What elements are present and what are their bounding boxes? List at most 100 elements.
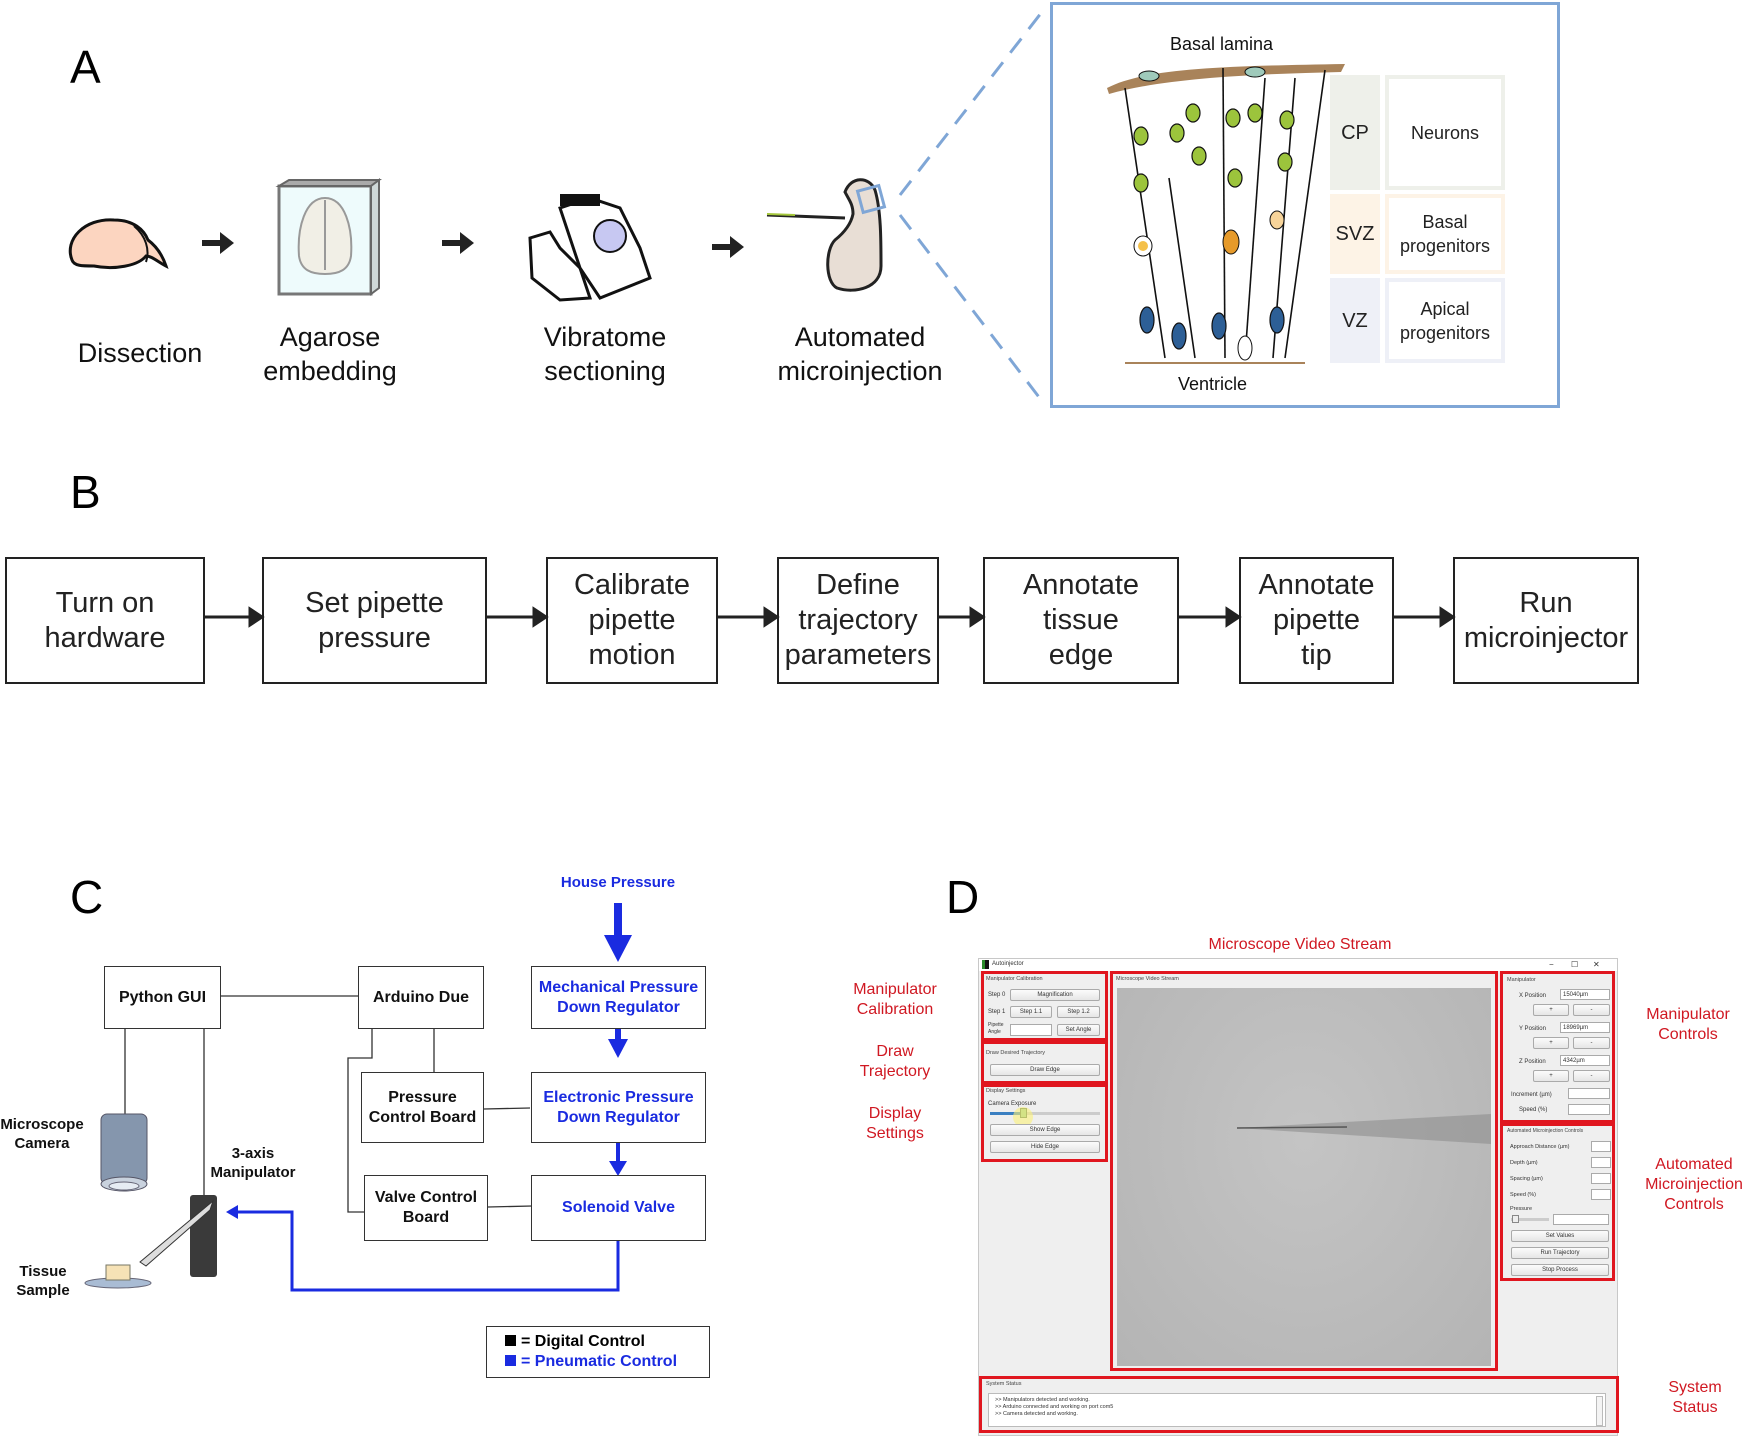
python-gui-box: Python GUI xyxy=(104,966,221,1029)
flow-step-trajectory: Define trajectory parameters xyxy=(777,557,939,684)
step-vibratome: Vibratome sectioning xyxy=(543,322,667,386)
cortex-diagram xyxy=(1107,64,1345,364)
auto-controls-group: Automated Microinjection Controls Approa… xyxy=(1500,1123,1615,1281)
brain-icon xyxy=(68,218,169,270)
valve-board-box: Valve Control Board xyxy=(364,1175,488,1241)
step-dissection: Dissection xyxy=(77,338,203,368)
elec-regulator-box: Electronic Pressure Down Regulator xyxy=(531,1072,706,1143)
flow-step-tissue-edge: Annotate tissue edge xyxy=(983,557,1179,684)
pipette-image xyxy=(1236,1114,1491,1144)
step-1-1-button[interactable]: Step 1.1 xyxy=(1010,1006,1052,1018)
run-trajectory-button[interactable]: Run Trajectory xyxy=(1511,1247,1609,1259)
close-button[interactable]: ✕ xyxy=(1593,960,1600,969)
step-1-2-button[interactable]: Step 1.2 xyxy=(1057,1006,1100,1018)
annot-manip-calibration: Manipulator Calibration xyxy=(853,981,937,1018)
legend-swatch-blue xyxy=(505,1355,516,1366)
flow-step-hardware: Turn on hardware xyxy=(5,557,205,684)
tissue-sample-icon xyxy=(84,1264,152,1289)
cursor-highlight xyxy=(1013,1107,1033,1127)
status-line: >> Manipulators detected and working. xyxy=(995,1397,1090,1403)
mech-regulator-box: Mechanical Pressure Down Regulator xyxy=(531,966,706,1029)
pressure-board-box: Pressure Control Board xyxy=(361,1072,484,1143)
annot-system-status: System Status xyxy=(1668,1379,1722,1416)
zone-cp-desc: Neurons xyxy=(1385,75,1505,190)
status-log[interactable]: >> Manipulators detected and working. >>… xyxy=(988,1393,1606,1427)
calibration-group: Manipulator Calibration Step 0 Magnifica… xyxy=(981,971,1108,1041)
panel-label-c: C xyxy=(70,871,104,923)
ventricle-label: Ventricle xyxy=(1178,374,1248,394)
hide-edge-button[interactable]: Hide Edge xyxy=(990,1141,1100,1153)
annot-manip-controls: Manipulator Controls xyxy=(1646,1006,1730,1043)
panel-label-b: B xyxy=(70,466,101,518)
status-scrollbar[interactable] xyxy=(1596,1396,1603,1426)
pipette-angle-input[interactable] xyxy=(1010,1024,1052,1036)
display-group: Display Settings Camera Exposure Show Ed… xyxy=(981,1084,1108,1162)
flow-step-pipette-tip: Annotate pipette tip xyxy=(1239,557,1394,684)
flow-step-calibrate: Calibrate pipette motion xyxy=(546,557,718,684)
pressure-input[interactable] xyxy=(1553,1214,1609,1225)
annot-auto-controls: Automated Microinjection Controls xyxy=(1645,1156,1743,1213)
manipulator-group: Manipulator X Position 15040µm + - Y Pos… xyxy=(1500,971,1615,1123)
step-agarose: Agarose embedding xyxy=(263,322,397,386)
autoinjector-window: Autoinjector − ☐ ✕ Manipulator Calibrati… xyxy=(978,958,1619,1436)
neurons xyxy=(1133,103,1295,193)
system-status-group: System Status >> Manipulators detected a… xyxy=(979,1376,1619,1433)
trajectory-group: Draw Desired Trajectory Draw Edge xyxy=(981,1041,1108,1084)
solenoid-box: Solenoid Valve xyxy=(531,1175,706,1241)
pressure-slider[interactable] xyxy=(1511,1215,1549,1223)
z-minus-button[interactable]: - xyxy=(1573,1070,1610,1082)
exposure-slider[interactable] xyxy=(990,1108,1100,1118)
exposure-slider-fill xyxy=(990,1112,1023,1115)
video-group: Microscope Video Stream xyxy=(1110,971,1498,1371)
depth-input[interactable] xyxy=(1591,1157,1611,1168)
auto-speed-input[interactable] xyxy=(1591,1189,1611,1200)
approach-input[interactable] xyxy=(1591,1141,1611,1152)
stop-process-button[interactable]: Stop Process xyxy=(1511,1264,1609,1276)
show-edge-button[interactable]: Show Edge xyxy=(990,1124,1100,1136)
magnification-button[interactable]: Magnification xyxy=(1010,989,1100,1001)
arrow-right-icon xyxy=(202,232,234,254)
flow-arrows xyxy=(205,606,1456,628)
set-values-button[interactable]: Set Values xyxy=(1511,1230,1609,1242)
x-position-input[interactable]: 15040µm xyxy=(1560,989,1610,1000)
manipulator-label: 3-axis Manipulator xyxy=(210,1145,296,1181)
annot-draw-trajectory: Draw Trajectory xyxy=(859,1043,931,1080)
arrow-right-icon xyxy=(442,232,474,254)
y-position-input[interactable]: 18969µm xyxy=(1560,1022,1610,1033)
set-angle-button[interactable]: Set Angle xyxy=(1057,1024,1100,1036)
zoom-connector xyxy=(898,7,1047,406)
panel-label-d: D xyxy=(946,871,980,923)
zone-vz-desc: Apical progenitors xyxy=(1385,278,1505,363)
window-title: Autoinjector xyxy=(992,961,1024,967)
z-plus-button[interactable]: + xyxy=(1533,1070,1569,1082)
y-minus-button[interactable]: - xyxy=(1573,1037,1610,1049)
tissue-label: Tissue Sample xyxy=(16,1263,70,1299)
legend: = Digital Control = Pneumatic Control xyxy=(486,1326,710,1378)
x-plus-button[interactable]: + xyxy=(1533,1004,1569,1016)
maximize-button[interactable]: ☐ xyxy=(1571,960,1579,969)
vibratome-icon xyxy=(528,194,652,302)
pressure-slider-handle[interactable] xyxy=(1511,1215,1519,1223)
legend-swatch-black xyxy=(505,1335,516,1346)
agarose-block-icon xyxy=(275,178,382,296)
z-position-input[interactable]: 4342µm xyxy=(1560,1055,1610,1066)
annot-display-settings: Display Settings xyxy=(866,1105,924,1142)
y-plus-button[interactable]: + xyxy=(1533,1037,1569,1049)
arrow-right-icon xyxy=(712,236,744,258)
zone-svz-desc: Basal progenitors xyxy=(1385,194,1505,274)
draw-edge-button[interactable]: Draw Edge xyxy=(990,1064,1100,1076)
basal-lamina-label: Basal lamina xyxy=(1170,34,1274,54)
increment-input[interactable] xyxy=(1568,1088,1610,1099)
spacing-input[interactable] xyxy=(1591,1173,1611,1184)
flow-step-run: Run microinjector xyxy=(1453,557,1639,684)
minimize-button[interactable]: − xyxy=(1549,960,1554,969)
manip-speed-input[interactable] xyxy=(1568,1104,1610,1115)
title-bar: Autoinjector − ☐ ✕ xyxy=(979,959,1617,971)
x-minus-button[interactable]: - xyxy=(1573,1004,1610,1016)
camera-label: Microscope Camera xyxy=(0,1116,84,1152)
zone-cp-abbr: CP xyxy=(1330,75,1380,190)
arduino-box: Arduino Due xyxy=(358,966,484,1029)
brain-slice-icon xyxy=(766,178,887,292)
app-logo-icon xyxy=(982,960,989,969)
video-stream[interactable] xyxy=(1117,988,1491,1366)
